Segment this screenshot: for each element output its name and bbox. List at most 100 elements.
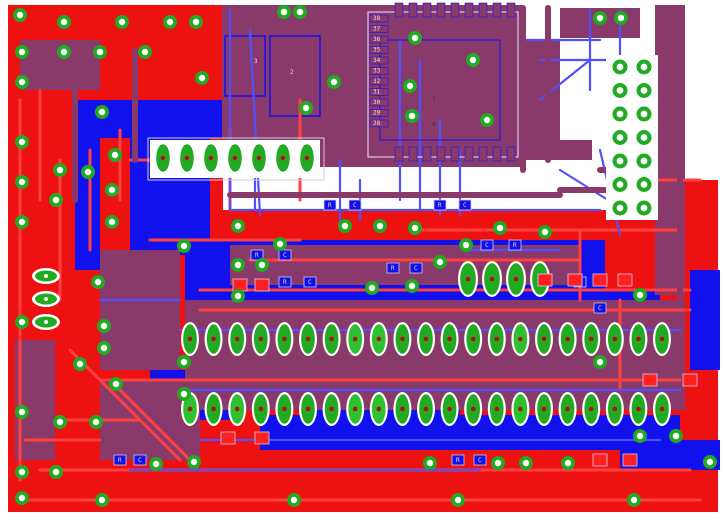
- oval-pad-icon[interactable]: [154, 142, 172, 174]
- oval-pad-icon[interactable]: [464, 322, 483, 356]
- via-icon[interactable]: [149, 457, 163, 471]
- smd-pad-icon[interactable]: C: [133, 454, 147, 466]
- via-icon[interactable]: [703, 455, 717, 469]
- smd-pad-icon[interactable]: C: [458, 199, 472, 211]
- smd-pad-icon[interactable]: R: [278, 276, 292, 288]
- via-icon[interactable]: [95, 105, 109, 119]
- via-icon[interactable]: [327, 75, 341, 89]
- via-icon[interactable]: [491, 456, 505, 470]
- oval-pad-icon[interactable]: [32, 314, 60, 330]
- via-icon[interactable]: [53, 163, 67, 177]
- via-icon[interactable]: [15, 75, 29, 89]
- via-icon[interactable]: [633, 288, 647, 302]
- smd-pad-icon[interactable]: C: [593, 302, 607, 314]
- through-hole-pad-icon[interactable]: [636, 153, 652, 169]
- via-icon[interactable]: [373, 219, 387, 233]
- oval-pad-icon[interactable]: [605, 392, 624, 426]
- oval-pad-icon[interactable]: [458, 261, 478, 297]
- via-icon[interactable]: [177, 239, 191, 253]
- via-icon[interactable]: [53, 415, 67, 429]
- oval-pad-icon[interactable]: [582, 392, 601, 426]
- smd-pad-icon[interactable]: [254, 278, 270, 292]
- oval-pad-icon[interactable]: [653, 392, 671, 426]
- smd-pad-icon[interactable]: [642, 373, 658, 387]
- oval-pad-icon[interactable]: [346, 322, 365, 356]
- via-icon[interactable]: [231, 289, 245, 303]
- via-icon[interactable]: [57, 45, 71, 59]
- via-icon[interactable]: [89, 415, 103, 429]
- oval-pad-icon[interactable]: [322, 322, 341, 356]
- via-icon[interactable]: [97, 341, 111, 355]
- via-icon[interactable]: [519, 456, 533, 470]
- oval-pad-icon[interactable]: [369, 322, 388, 356]
- via-icon[interactable]: [49, 465, 63, 479]
- via-icon[interactable]: [15, 405, 29, 419]
- via-icon[interactable]: [299, 101, 313, 115]
- via-icon[interactable]: [365, 281, 379, 295]
- via-icon[interactable]: [91, 275, 105, 289]
- via-icon[interactable]: [255, 258, 269, 272]
- via-icon[interactable]: [189, 15, 203, 29]
- oval-pad-icon[interactable]: [393, 392, 412, 426]
- via-icon[interactable]: [633, 429, 647, 443]
- through-hole-pad-icon[interactable]: [612, 130, 628, 145]
- oval-pad-icon[interactable]: [251, 322, 270, 356]
- oval-pad-icon[interactable]: [535, 392, 553, 426]
- via-icon[interactable]: [15, 135, 29, 149]
- oval-pad-icon[interactable]: [204, 392, 223, 426]
- smd-pad-icon[interactable]: [567, 273, 583, 287]
- oval-pad-icon[interactable]: [653, 322, 671, 356]
- via-icon[interactable]: [408, 221, 422, 235]
- oval-pad-icon[interactable]: [369, 392, 388, 426]
- via-icon[interactable]: [277, 5, 291, 19]
- oval-pad-icon[interactable]: [202, 142, 220, 174]
- via-icon[interactable]: [614, 11, 628, 25]
- oval-pad-icon[interactable]: [226, 142, 244, 174]
- via-icon[interactable]: [187, 455, 201, 469]
- through-hole-pad-icon[interactable]: [636, 200, 652, 216]
- through-hole-pad-icon[interactable]: [636, 106, 652, 122]
- via-icon[interactable]: [115, 15, 129, 29]
- through-hole-pad-icon[interactable]: [636, 130, 652, 145]
- via-icon[interactable]: [408, 31, 422, 45]
- pin-header-top[interactable]: [147, 137, 325, 181]
- smd-pad-icon[interactable]: [617, 273, 633, 287]
- oval-pad-icon[interactable]: [251, 392, 270, 426]
- oval-pad-icon[interactable]: [299, 392, 317, 426]
- smd-pad-icon[interactable]: R: [433, 199, 447, 211]
- via-icon[interactable]: [105, 183, 119, 197]
- oval-pad-icon[interactable]: [32, 268, 60, 284]
- smd-pad-icon[interactable]: [592, 273, 608, 287]
- oval-pad-icon[interactable]: [629, 322, 648, 356]
- smd-pad-icon[interactable]: C: [473, 454, 487, 466]
- oval-pad-icon[interactable]: [582, 322, 601, 356]
- via-icon[interactable]: [480, 113, 494, 127]
- oval-pad-icon[interactable]: [629, 392, 648, 426]
- via-icon[interactable]: [163, 15, 177, 29]
- pin-header-left[interactable]: [32, 268, 60, 330]
- oval-pad-icon[interactable]: [417, 392, 435, 426]
- oval-pad-icon[interactable]: [558, 322, 577, 356]
- oval-pad-icon[interactable]: [250, 142, 268, 174]
- via-icon[interactable]: [15, 175, 29, 189]
- oval-pad-icon[interactable]: [440, 322, 459, 356]
- via-icon[interactable]: [81, 165, 95, 179]
- through-hole-pad-icon[interactable]: [636, 177, 652, 192]
- smd-pad-icon[interactable]: R: [113, 454, 127, 466]
- via-icon[interactable]: [403, 79, 417, 93]
- oval-pad-icon[interactable]: [275, 322, 294, 356]
- smd-pad-icon[interactable]: R: [508, 239, 522, 251]
- via-icon[interactable]: [273, 237, 287, 251]
- via-icon[interactable]: [669, 429, 683, 443]
- via-icon[interactable]: [109, 377, 123, 391]
- via-icon[interactable]: [561, 456, 575, 470]
- via-icon[interactable]: [338, 219, 352, 233]
- pin-header-right[interactable]: [606, 55, 658, 220]
- via-icon[interactable]: [538, 225, 552, 239]
- oval-pad-icon[interactable]: [417, 322, 435, 356]
- via-icon[interactable]: [15, 315, 29, 329]
- via-icon[interactable]: [593, 11, 607, 25]
